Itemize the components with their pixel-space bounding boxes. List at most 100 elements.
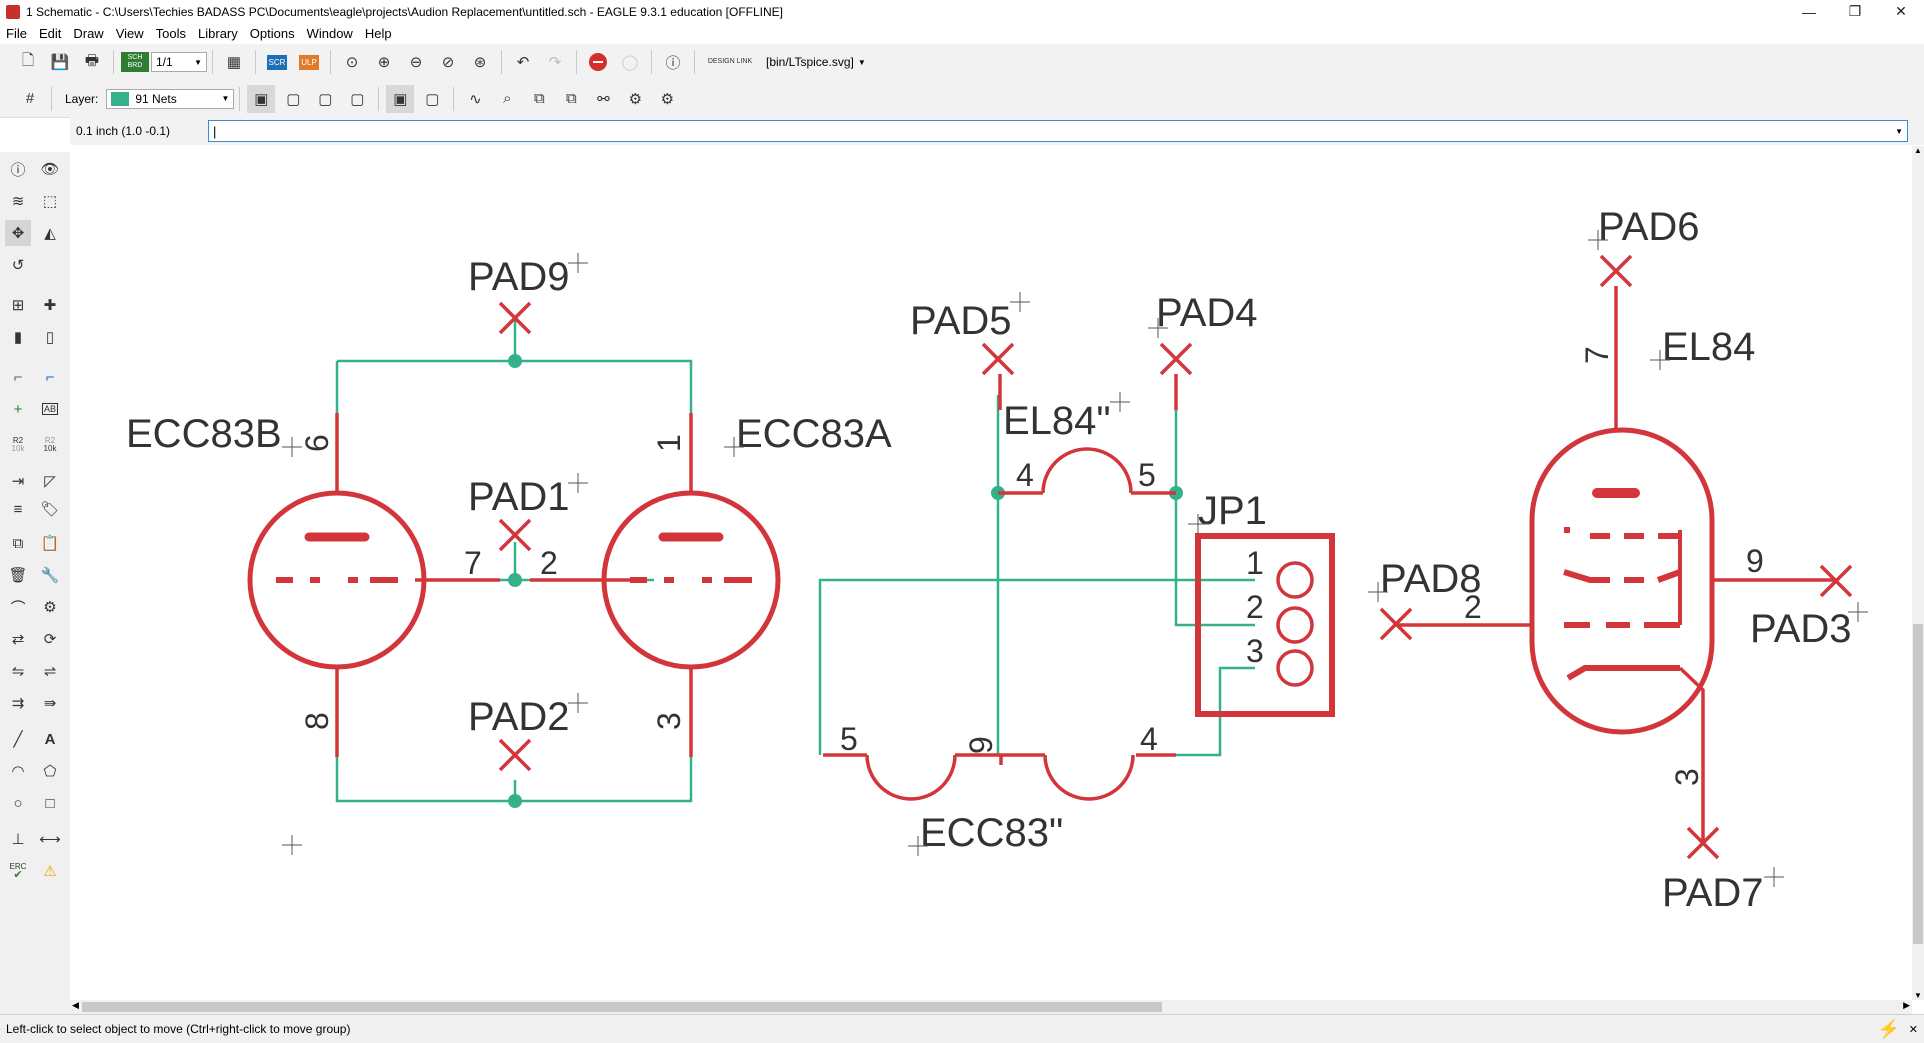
optimize-icon[interactable]: ⇋ — [11, 663, 25, 680]
paste-icon[interactable]: 📋 — [40, 535, 60, 552]
vertical-scrollbar[interactable]: ▲ ▼ — [1912, 146, 1924, 1000]
zoom-in-icon[interactable]: ⊕ — [377, 54, 391, 71]
undo-icon[interactable]: ↶ — [516, 54, 530, 71]
save-icon[interactable]: 💾 — [50, 54, 70, 71]
script-button[interactable]: SCR — [263, 48, 291, 76]
add-part-icon[interactable]: ⊞ — [11, 297, 25, 314]
style-option-icon[interactable]: ▢ — [286, 90, 301, 108]
route-icon[interactable]: ⇛ — [43, 695, 57, 712]
lightning-icon[interactable]: ⚡ — [1877, 1018, 1900, 1039]
mirror-icon[interactable]: ◭ — [44, 225, 56, 242]
circle-icon[interactable]: ○ — [13, 794, 23, 812]
add-icon[interactable]: ✚ — [43, 297, 57, 314]
tag-icon[interactable]: 🏷 — [40, 501, 60, 518]
polygon-icon[interactable]: ⬠ — [43, 763, 57, 780]
gateswap-icon[interactable]: ⇄ — [11, 631, 25, 648]
restore-button[interactable]: ❐ — [1848, 3, 1862, 19]
schematic-drawing[interactable]: PAD9 PAD1 PAD2 PAD5 PAD4 PAD6 PAD8 PAD3 … — [70, 146, 1912, 1000]
junction-icon[interactable]: + — [13, 400, 23, 418]
grid-icon[interactable]: # — [25, 90, 35, 107]
menu-library[interactable]: Library — [198, 26, 238, 41]
rotate-icon[interactable]: ↺ — [11, 257, 25, 274]
layer-select[interactable]: 91 Nets ▼ — [106, 88, 235, 109]
scroll-down-icon[interactable]: ▼ — [1914, 991, 1922, 1000]
zoom-redraw-icon[interactable]: ⊘ — [441, 54, 455, 71]
simulate-icon[interactable]: ⧉ — [566, 90, 577, 107]
net-icon[interactable]: ⌐ — [13, 368, 23, 386]
horizontal-scrollbar[interactable]: ◀ ▶ — [70, 1000, 1912, 1014]
bend-icon[interactable]: ⌒ — [10, 599, 26, 617]
scroll-right-icon[interactable]: ▶ — [1903, 1000, 1910, 1010]
wave-icon[interactable]: ∿ — [469, 90, 482, 108]
redo-icon[interactable]: ↷ — [548, 54, 562, 71]
attribute-icon[interactable]: ≡ — [13, 500, 23, 518]
style-option-icon[interactable]: ▢ — [425, 90, 440, 108]
copy-icon[interactable]: ⧉ — [12, 534, 24, 552]
probe-icon[interactable]: ⌕ — [503, 90, 512, 107]
menu-draw[interactable]: Draw — [73, 26, 104, 41]
close-icon[interactable]: ✕ — [1908, 1023, 1918, 1036]
sch-brd-switch-button[interactable]: SCH BRD — [121, 48, 149, 76]
schematic-canvas[interactable]: PAD9 PAD1 PAD2 PAD5 PAD4 PAD6 PAD8 PAD3 … — [70, 146, 1912, 1000]
menu-help[interactable]: Help — [364, 26, 392, 41]
style-option-icon[interactable]: ▢ — [350, 90, 365, 108]
design-link-button[interactable]: DESIGN LINK — [707, 58, 753, 65]
dimension-icon[interactable]: ⟷ — [39, 831, 61, 848]
style-option-icon[interactable]: ▣ — [386, 84, 415, 113]
wrench-icon[interactable]: 🔧 — [40, 567, 60, 584]
close-button[interactable]: ✕ — [1895, 3, 1907, 19]
arc-icon[interactable]: ◠ — [11, 763, 25, 780]
command-input[interactable]: | ▼ — [208, 120, 1908, 142]
rectangle-icon[interactable]: □ — [45, 794, 55, 812]
replace-icon[interactable]: ⟳ — [43, 631, 57, 648]
menu-view[interactable]: View — [115, 26, 144, 41]
bus-icon[interactable]: ⌐ — [45, 368, 55, 386]
scroll-left-icon[interactable]: ◀ — [72, 1000, 79, 1010]
gear-icon[interactable]: ⚙ — [628, 90, 643, 108]
menu-edit[interactable]: Edit — [38, 26, 62, 41]
go-icon[interactable]: ◯ — [621, 54, 639, 71]
mark-icon[interactable]: ⊥ — [11, 831, 25, 848]
style-option-icon[interactable]: ▣ — [247, 84, 276, 113]
chevron-down-icon[interactable]: ▼ — [1895, 126, 1903, 136]
simulate-icon[interactable]: ⧉ — [534, 90, 545, 107]
cam-processor-icon[interactable]: ▦ — [226, 54, 242, 71]
minimize-button[interactable]: — — [1802, 3, 1816, 20]
vertical-scroll-thumb[interactable] — [1913, 624, 1923, 944]
help-icon[interactable]: ⓘ — [665, 54, 681, 72]
stop-icon[interactable] — [584, 48, 612, 76]
warning-icon[interactable]: ⚠ — [43, 863, 57, 880]
zoom-fit-icon[interactable]: ⊙ — [345, 54, 359, 71]
sheet-select[interactable]: 1/1▼ — [151, 52, 207, 72]
new-file-icon[interactable]: 🗋 — [21, 51, 35, 69]
scroll-up-icon[interactable]: ▲ — [1914, 146, 1922, 155]
split-icon[interactable]: ▯ — [45, 329, 55, 346]
layers-icon[interactable]: ≋ — [11, 193, 25, 210]
text-icon[interactable]: A — [44, 730, 56, 748]
menu-options[interactable]: Options — [249, 26, 295, 41]
zoom-out-icon[interactable]: ⊖ — [409, 54, 423, 71]
label-icon[interactable]: AB — [41, 403, 58, 415]
eye-icon[interactable]: 👁 — [40, 161, 60, 178]
pinswap-icon[interactable]: ⇥ — [11, 473, 25, 490]
change-icon[interactable]: ⇌ — [43, 663, 57, 680]
line-icon[interactable]: ╱ — [13, 731, 23, 748]
menu-tools[interactable]: Tools — [155, 26, 187, 41]
print-icon[interactable]: 🖶 — [84, 51, 100, 69]
smash-icon[interactable]: ▮ — [13, 329, 23, 346]
link-icon[interactable]: ⚯ — [597, 90, 610, 108]
group-icon[interactable]: ⚙ — [43, 599, 57, 616]
ulp-button[interactable]: ULP — [295, 48, 323, 76]
menu-window[interactable]: Window — [306, 26, 353, 41]
zoom-select-icon[interactable]: ⊛ — [473, 54, 487, 71]
delete-icon[interactable]: 🗑 — [8, 567, 28, 584]
move-icon[interactable]: ✥ — [5, 220, 31, 246]
menu-file[interactable]: File — [6, 26, 27, 41]
info-icon[interactable]: ⓘ — [10, 161, 26, 179]
chevron-down-icon[interactable]: ▼ — [857, 57, 866, 67]
select-icon[interactable]: ⬚ — [42, 193, 58, 210]
miter-icon[interactable]: ◸ — [44, 473, 56, 490]
svg-target-label[interactable]: [bin/LTspice.svg] — [766, 55, 854, 69]
